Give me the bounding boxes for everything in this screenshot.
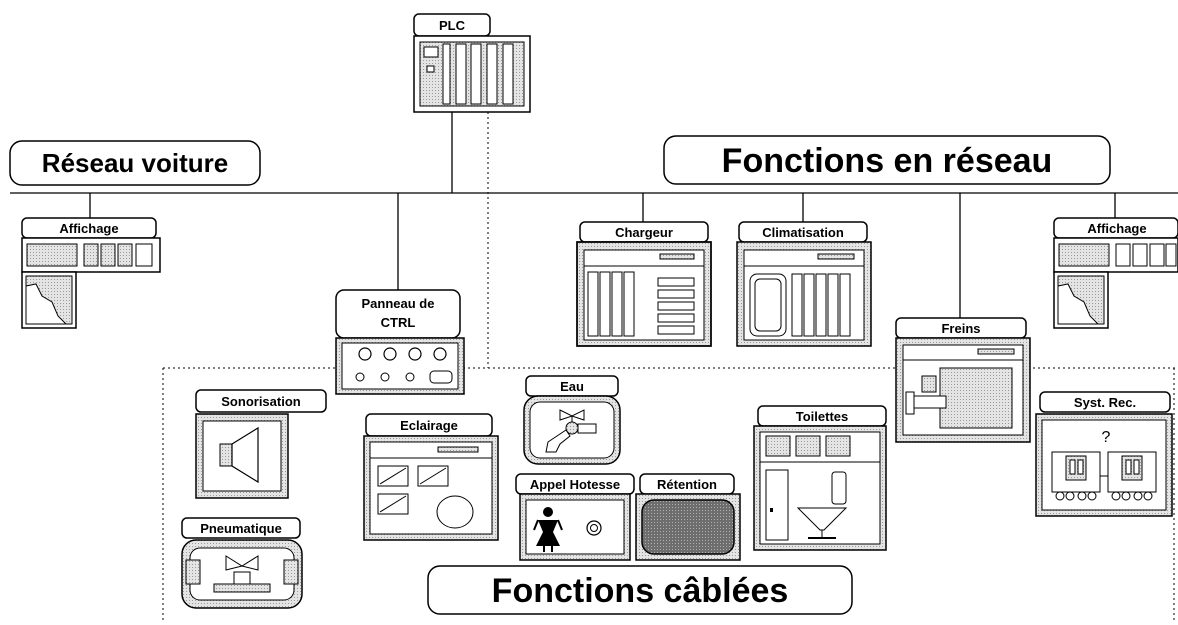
plc-device: PLC [413, 13, 531, 113]
freins-device: Freins [895, 317, 1031, 443]
fonctions-cablees-label: Fonctions câblées [492, 572, 789, 610]
syst-rec-question-mark: ? [1102, 429, 1111, 446]
panneau-ctrl-device: Panneau de CTRL [335, 289, 465, 395]
network-bus [10, 112, 1178, 318]
fonctions-cablees-title: Fonctions câblées [427, 565, 853, 615]
syst-rec-device: Syst. Rec. ? [1035, 391, 1173, 517]
sonorisation-label: Sonorisation [221, 394, 301, 409]
pneumatique-label: Pneumatique [200, 521, 282, 536]
affichage-right-device: Affichage [1053, 217, 1178, 329]
affichage-left-label: Affichage [59, 221, 118, 236]
reseau-voiture-label: Réseau voiture [42, 148, 228, 178]
toilettes-label: Toilettes [796, 409, 849, 424]
retention-label: Rétention [657, 477, 717, 492]
panneau-label-line2: CTRL [381, 315, 416, 330]
appel-hotesse-label: Appel Hotesse [530, 477, 620, 492]
climatisation-device: Climatisation [736, 221, 872, 347]
climatisation-label: Climatisation [762, 225, 844, 240]
plc-label: PLC [439, 18, 466, 33]
retention-device: Rétention [635, 473, 741, 561]
eau-label: Eau [560, 379, 584, 394]
affichage-left-device: Affichage [21, 217, 161, 329]
fonctions-reseau-label: Fonctions en réseau [722, 142, 1053, 180]
affichage-right-label: Affichage [1087, 221, 1146, 236]
chargeur-device: Chargeur [576, 221, 712, 347]
pneumatique-device: Pneumatique [181, 517, 303, 609]
eclairage-device: Eclairage [363, 413, 499, 541]
toilettes-device: Toilettes [753, 405, 887, 551]
chargeur-label: Chargeur [615, 225, 673, 240]
sonorisation-device: Sonorisation [195, 389, 327, 499]
fonctions-reseau-title: Fonctions en réseau [663, 135, 1111, 185]
appel-hotesse-device: Appel Hotesse [515, 473, 635, 561]
freins-label: Freins [941, 321, 980, 336]
panneau-label-line1: Panneau de [362, 296, 435, 311]
reseau-voiture-title: Réseau voiture [9, 140, 261, 186]
eau-device: Eau [523, 375, 621, 465]
syst-rec-label: Syst. Rec. [1074, 395, 1136, 410]
eclairage-label: Eclairage [400, 418, 458, 433]
